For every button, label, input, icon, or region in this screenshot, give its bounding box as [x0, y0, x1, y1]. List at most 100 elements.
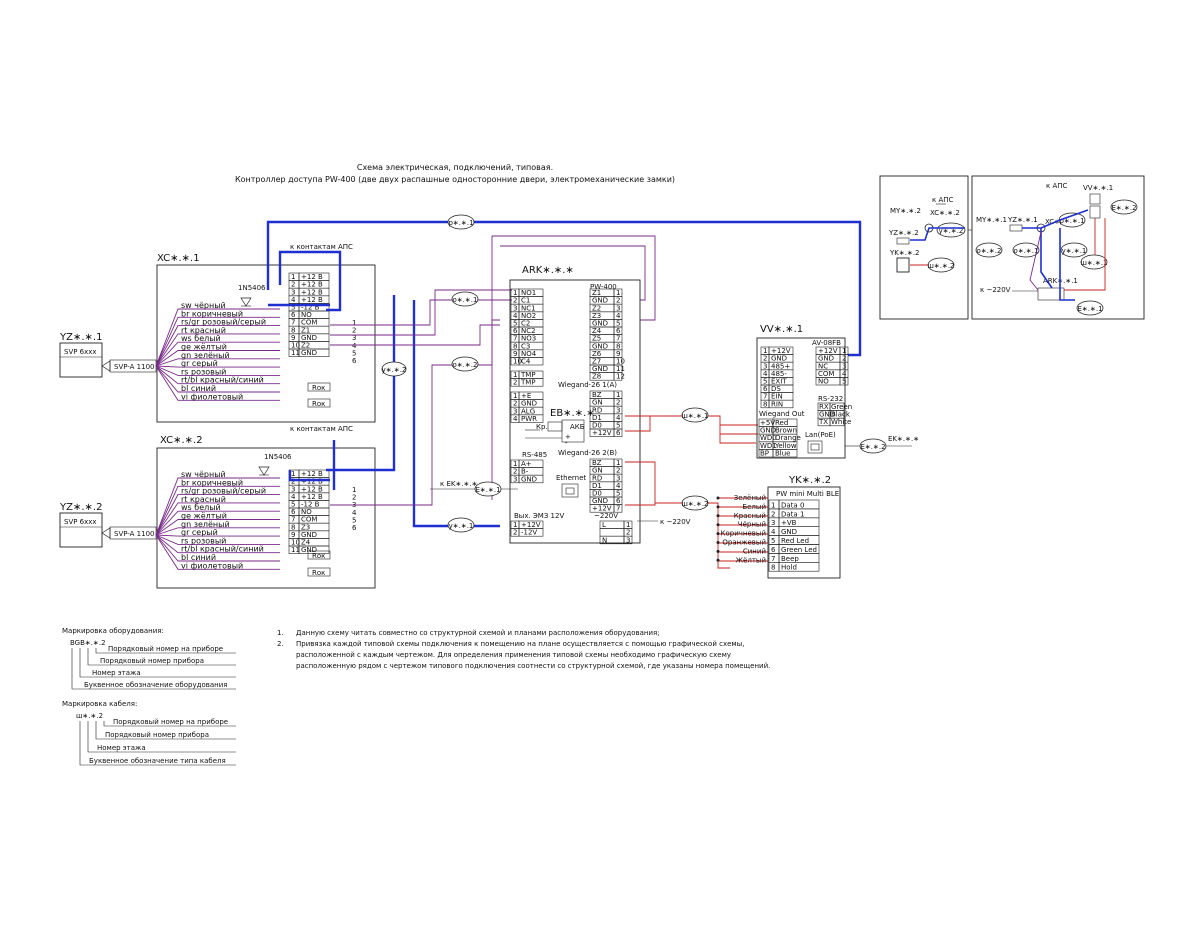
ark-relay-label: C2 [521, 320, 530, 328]
ark-ethernet-label: Ethernet [556, 474, 586, 482]
xc2-out-num: 5 [352, 516, 356, 524]
ark-tmp-label: TMP [520, 371, 536, 379]
legend-cable-text: Порядковый номер на приборе [113, 718, 228, 726]
legend-cable-title: Маркировка кабеля: [62, 700, 137, 708]
yk-pin-label: Data 1 [781, 510, 804, 518]
yz2-model: SVP 6ххх [64, 518, 97, 526]
ark-pwr-num: 3 [513, 407, 517, 415]
ark-tmp-num: 2 [513, 379, 517, 387]
ark-pwr-num: 1 [513, 392, 517, 400]
ark-out-num: 1 [513, 521, 517, 529]
wire-label: ge жёлтый [181, 512, 227, 521]
inset-right-sh1: ш∗.∗.1 [1080, 259, 1107, 267]
ark-relay-label: C3 [521, 342, 530, 350]
ark-out-row: 2-12V [510, 528, 544, 537]
ark-out-num: 2 [513, 529, 517, 537]
yz2-label: YZ∗.∗.2 [59, 502, 102, 513]
red-cables [625, 415, 768, 569]
note-2-text-a: Привязка каждой типовой схемы подключени… [296, 640, 744, 648]
xc2-term-num: 8 [291, 523, 295, 531]
ark-rs485-num: 2 [513, 468, 517, 476]
ark-relay-num: 2 [513, 297, 517, 305]
yk-pin-label: +VB [781, 519, 797, 527]
ark-zone-label: GND [592, 320, 608, 328]
ark-label: ARK∗.∗.∗ [522, 265, 574, 276]
yk-pin-num: 8 [771, 564, 775, 572]
legend-eq-code: BGB∗.∗.2 [70, 639, 106, 647]
xc1-term-label: GND [301, 349, 317, 357]
ark-wg2-num: 7 [616, 505, 620, 513]
inset-right-o1: o∗.∗.1 [1014, 247, 1039, 255]
title-line-2: Контроллер доступа PW-400 (две двух расп… [235, 175, 675, 184]
vv-left-num: 3 [763, 362, 767, 370]
yk-pin-num: 3 [771, 519, 775, 527]
inset-left-yk: YK∗.∗.2 [889, 249, 920, 257]
wire-row: rt красный [155, 495, 280, 536]
inset-left-sh: ш∗.∗.2 [927, 262, 954, 270]
vv-left-label: DS [771, 385, 781, 393]
yk-wire-color: Красный [734, 512, 766, 520]
inset-right-220v: к ~220V [980, 286, 1011, 294]
xc2-out-num: 4 [352, 509, 357, 517]
vv-left-num: 6 [763, 385, 768, 393]
xc1-term-num: 4 [291, 296, 296, 304]
xc1-term-num: 3 [291, 288, 295, 296]
ark-tmp-num: 1 [513, 371, 517, 379]
ark-zone-num: 11 [616, 365, 625, 373]
legend-cable-code: ш∗.∗.2 [76, 712, 103, 720]
xc1-out-num: 1 [352, 319, 356, 327]
xc1-out-num: 6 [352, 357, 357, 365]
yk-pin-label: Red Led [781, 537, 809, 545]
cable-y2: y∗.∗.2 [382, 366, 407, 374]
cable-sh2: ш∗.∗.2 [681, 500, 708, 508]
inset-right-e1: E∗.∗.1 [1077, 305, 1102, 313]
vv-rs232-color: Green [831, 403, 852, 411]
ark-relay-num: 5 [513, 320, 517, 328]
xc1-term-label: +12 В [301, 288, 323, 296]
yk-pin-num: 7 [771, 555, 775, 563]
ark-rs485-label: A+ [521, 460, 532, 468]
xc2-term-label: +12 В [301, 493, 323, 501]
vv-right-label: GND [818, 355, 834, 363]
vv-wg-color: Brown [775, 427, 797, 435]
yk-wire-color: Синий [743, 547, 766, 555]
yk-pin-label: Beep [781, 555, 799, 563]
wire-row: sw чёрный [155, 470, 280, 536]
ark-rs485-label: GND [521, 475, 537, 483]
notes: 1. Данную схему читать совместно со стру… [277, 629, 770, 670]
to-ek2-label: EK∗.∗.∗ [888, 435, 919, 443]
yk-model: PW mini Multi BLE [776, 490, 839, 498]
xc2-term-num: 7 [291, 516, 295, 524]
xc1-term-num: 7 [291, 319, 295, 327]
vv-left-label: RIN [771, 400, 783, 408]
vv-wg-pin: GND [760, 427, 776, 435]
vv-left-num: 1 [763, 347, 767, 355]
eb-plus: + [565, 433, 571, 441]
xc1-diode-label: 1N5406 [238, 284, 266, 292]
purple-cables [330, 235, 656, 506]
ark-zone-label: Z2 [592, 304, 601, 312]
ark-zone-num: 5 [616, 320, 620, 328]
xc2-term-num: 9 [291, 531, 295, 539]
wire-label: gr серый [181, 528, 218, 537]
vv-wg-pin: BP [760, 449, 769, 457]
ark-relay-num: 6 [513, 327, 518, 335]
ark-ac-num: 1 [626, 521, 630, 529]
wire-row: rs/gr розовый/серый [155, 318, 280, 367]
legend-cable-item: Порядковый номер прибора [95, 721, 236, 740]
wire-label: rs/gr розовый/серый [181, 318, 266, 327]
wire-label: gr серый [181, 359, 218, 368]
ark-relay-label: NC2 [521, 327, 536, 335]
xc2-term-label: +12 В [301, 470, 323, 478]
ark-wg2-label: GN [592, 467, 603, 475]
ark-ac-num: 2 [626, 529, 630, 537]
cable-y1: y∗.∗.1 [449, 522, 474, 530]
wire-row: bl синий [155, 365, 280, 393]
